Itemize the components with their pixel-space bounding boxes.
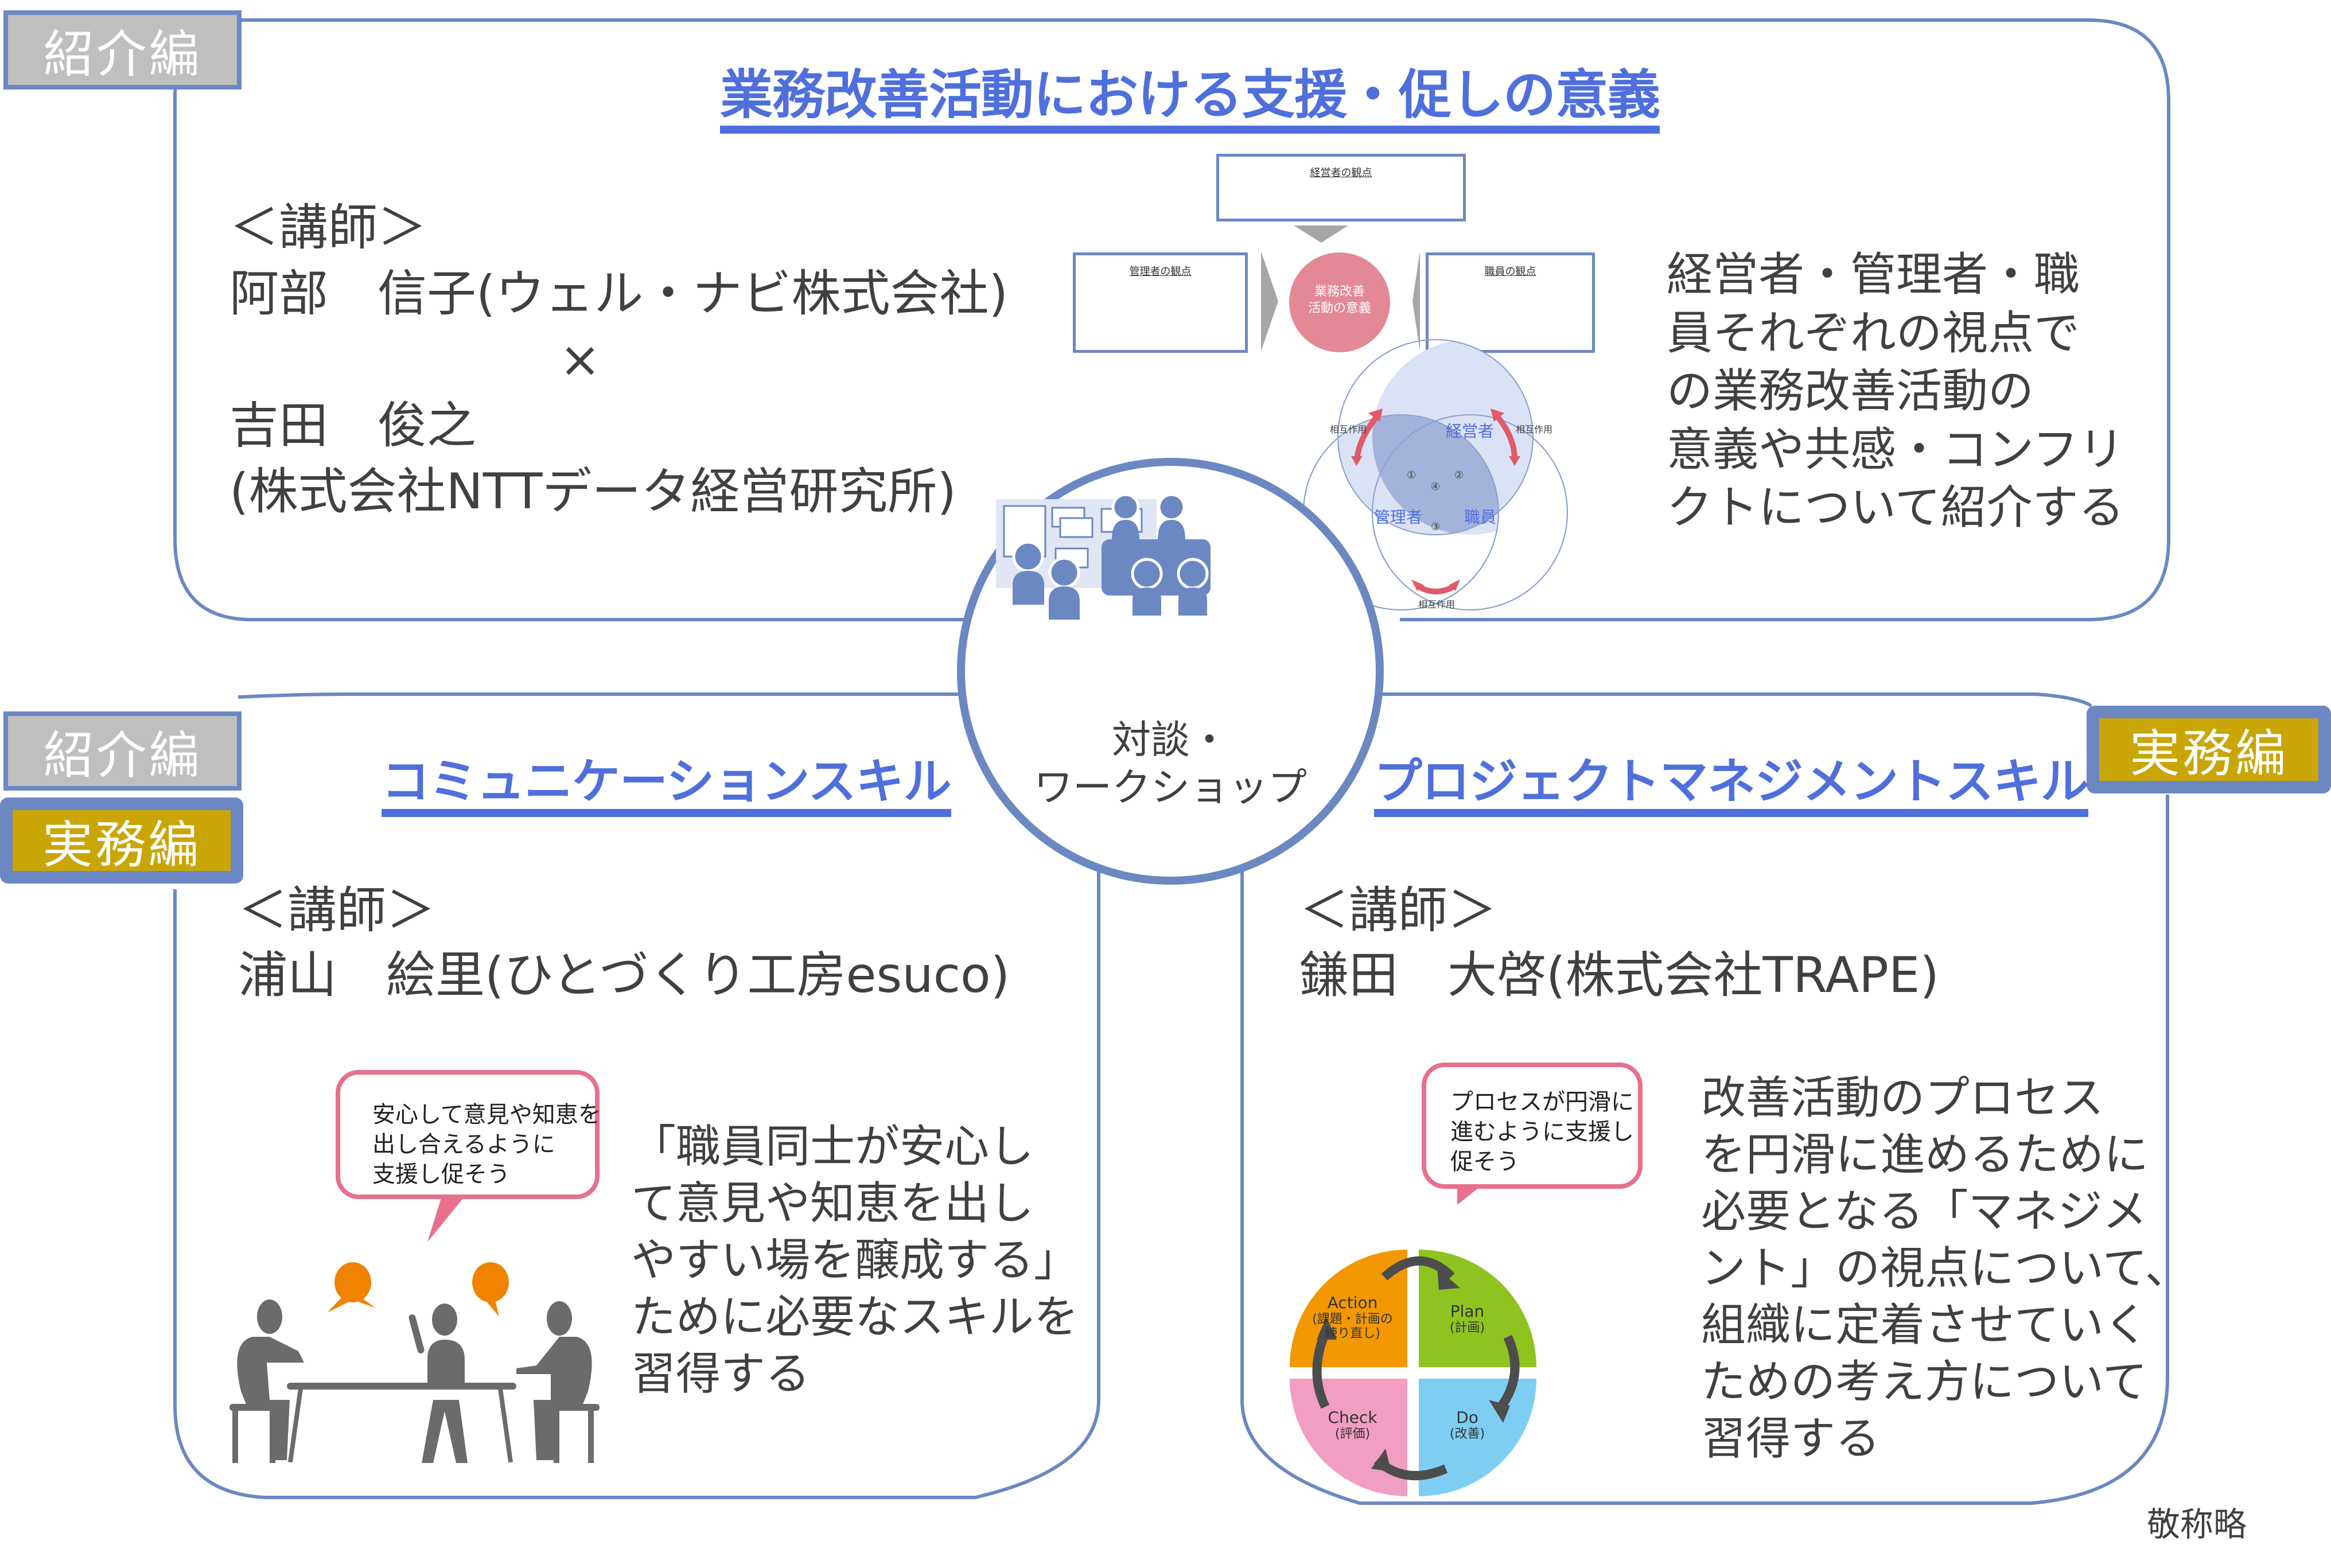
- venn-label-manager: 管理者: [1374, 508, 1423, 527]
- top-panel-frame: [173, 18, 2170, 621]
- speech-bubble-project: プロセスが円滑に 進むように支援し 促そう: [1422, 1063, 1643, 1189]
- honorifics-omitted-note: 敬称略: [2147, 1505, 2247, 1544]
- bottom-right-title: プロジェクトマネジメントスキル: [1374, 756, 2089, 818]
- speech-bubble-communication: 安心して意見や知恵を 出し合えるように 支援し促そう: [336, 1070, 601, 1199]
- bottom-left-description: 「職員同士が安心し て意見や知恵を出し やすい場を醸成する」 ために必要なスキル…: [631, 1121, 1079, 1400]
- pdca-action-label: Action (課題・計画の 練り直し): [1312, 1293, 1393, 1341]
- hub-label: 対談・ ワークショップ: [1033, 718, 1307, 811]
- venn-label-staff: 職員: [1464, 508, 1497, 527]
- interaction-arrow-bottom: [1416, 583, 1456, 594]
- meeting-people-icon: [229, 1262, 600, 1463]
- bottom-right-lecturer: 鎌田 大啓(株式会社TRAPE): [1299, 947, 1939, 1004]
- speech-bubble-tail: [427, 1196, 465, 1242]
- orange-speech-icon: [334, 1262, 371, 1302]
- top-lecturer-2: 吉田 俊之: [229, 397, 476, 454]
- orange-speech-icon: [472, 1262, 509, 1302]
- manager-perspective-box: 管理者の観点: [1073, 252, 1248, 353]
- intro-badge-bottom-left: 紹介編: [3, 711, 242, 791]
- bottom-left-panel-frame: [173, 692, 1100, 1499]
- pdca-check-label: Check (評価): [1328, 1408, 1377, 1442]
- cycle-arrowheads: [1317, 1268, 1510, 1472]
- interaction-label-bottom: 相互作用: [1418, 599, 1456, 610]
- top-section-title: 業務改善活動における支援・促しの意義: [720, 67, 1660, 134]
- practice-badge-bottom-left: 実務編: [0, 797, 243, 884]
- executive-perspective-box: 経営者の観点: [1216, 154, 1466, 221]
- venn-region-1: ①: [1407, 469, 1416, 481]
- bottom-left-lecturer-heading: ＜講師＞: [238, 882, 435, 939]
- venn-label-executive: 経営者: [1446, 422, 1495, 441]
- top-lecturer-2-org: (株式会社NTTデータ経営研究所): [229, 463, 956, 520]
- pdca-plan-label: Plan (計画): [1449, 1302, 1485, 1336]
- bottom-left-lecturer: 浦山 絵里(ひとづくり工房esuco): [238, 947, 1010, 1004]
- interaction-label-left: 相互作用: [1330, 424, 1367, 435]
- bottom-right-description: 改善活動のプロセス を円滑に進めるために 必要となる「マネジメ ント」の視点につ…: [1701, 1072, 2190, 1465]
- bottom-right-panel-frame: [1240, 692, 2169, 1505]
- pdca-do-label: Do (改善): [1449, 1408, 1485, 1442]
- top-lecturer-1: 阿部 信子(ウェル・ナビ株式会社): [229, 265, 1009, 322]
- venn-region-4: ④: [1431, 481, 1441, 493]
- intro-badge-top: 紹介編: [3, 10, 242, 90]
- top-lecturer-heading: ＜講師＞: [229, 199, 427, 256]
- staff-perspective-box: 職員の観点: [1426, 252, 1595, 353]
- speech-bubble-tail: [1457, 1186, 1480, 1205]
- bottom-left-title: コミュニケーションスキル: [382, 756, 952, 818]
- interaction-label-right: 相互作用: [1516, 424, 1553, 435]
- center-ellipse-label: 業務改善 活動の意義: [1307, 285, 1371, 316]
- venn-region-3: ③: [1431, 521, 1441, 533]
- practice-badge-bottom-right: 実務編: [2087, 706, 2331, 793]
- workshop-people-icon: [996, 493, 1211, 620]
- top-lecturer-times: ×: [559, 331, 601, 388]
- top-description: 経営者・管理者・職 員それぞれの視点で の業務改善活動の 意義や共感・コンフリ …: [1667, 248, 2124, 535]
- bottom-right-lecturer-heading: ＜講師＞: [1299, 882, 1497, 939]
- venn-region-2: ②: [1454, 469, 1464, 481]
